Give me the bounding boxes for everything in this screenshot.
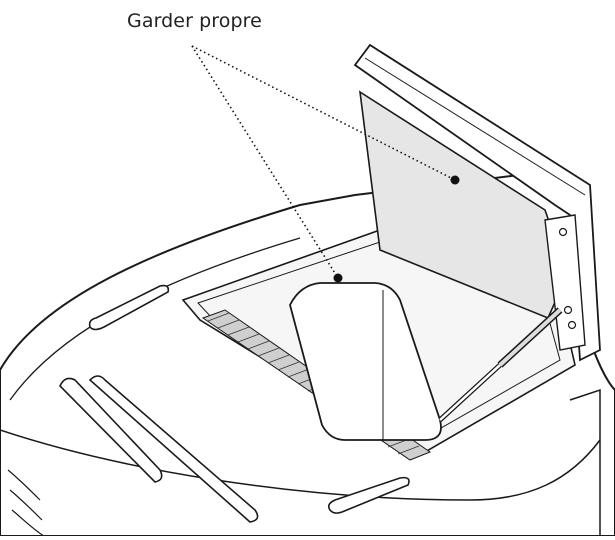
hinge-bolt-icon	[567, 320, 577, 330]
left-slot-icon	[59, 377, 163, 483]
side-vents	[7, 469, 45, 537]
bottom-slot-icon	[328, 476, 410, 514]
left-slot-icon	[88, 375, 259, 523]
gas-strut-icon	[438, 307, 563, 422]
hinge-bolt-icon	[563, 305, 573, 315]
body-side-panel	[569, 388, 601, 536]
target-dot-sensor	[333, 273, 343, 283]
lid-frame-edge	[364, 57, 586, 196]
lid-frame	[353, 43, 601, 362]
lid-bracket	[544, 214, 586, 351]
callout-leader-sensor	[191, 45, 339, 279]
hinge-bolt-icon	[558, 227, 568, 237]
target-dot-lid	[450, 175, 460, 185]
body-lower-edge	[0, 429, 601, 501]
callout-label: Garder propre	[127, 10, 262, 32]
top-slot-icon	[88, 284, 170, 331]
